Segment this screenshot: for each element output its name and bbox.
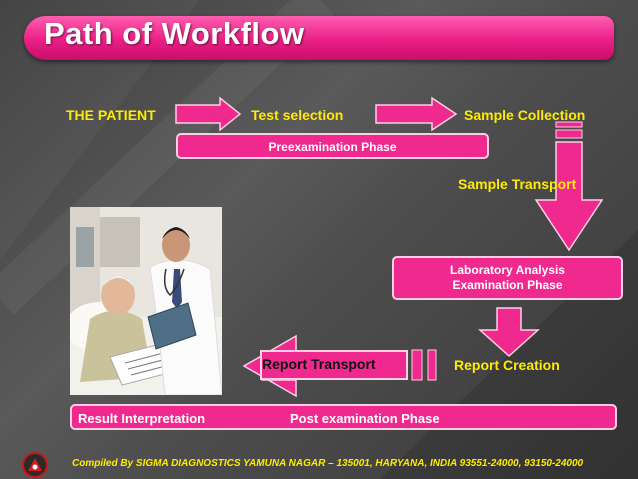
report-creation-label: Report Creation bbox=[454, 357, 560, 373]
result-interpretation-label: Result Interpretation bbox=[78, 411, 206, 426]
footer-credit: Compiled By SIGMA DIAGNOSTICS YAMUNA NAG… bbox=[72, 458, 584, 469]
the-patient-label: THE PATIENT bbox=[66, 107, 156, 123]
sample-transport-label: Sample Transport bbox=[458, 176, 577, 192]
down-arrow-1 bbox=[534, 141, 604, 252]
report-transport-label: Report Transport bbox=[262, 356, 376, 372]
post-examination-box: Result Interpretation Post examination P… bbox=[70, 404, 617, 430]
preexamination-phase-label: Preexamination Phase bbox=[268, 140, 397, 154]
report-transport-box bbox=[260, 350, 408, 380]
right-arrow-2 bbox=[375, 96, 458, 132]
post-examination-phase-label: Post examination Phase bbox=[290, 411, 440, 426]
logo-icon bbox=[22, 452, 48, 478]
slide-title: Path of Workflow bbox=[44, 16, 305, 51]
preexamination-phase-box: Preexamination Phase bbox=[176, 133, 489, 159]
lab-analysis-line2: Examination Phase bbox=[452, 278, 563, 292]
doctor-patient-photo bbox=[70, 207, 222, 395]
laboratory-analysis-box: Laboratory Analysis Examination Phase bbox=[392, 256, 623, 300]
right-arrow-1 bbox=[175, 96, 242, 132]
down-arrow-2 bbox=[478, 307, 540, 358]
sample-collection-label: Sample Collection bbox=[464, 107, 586, 123]
connector-bar-2 bbox=[555, 129, 583, 139]
connector-bar-4 bbox=[427, 349, 437, 381]
connector-bar-3 bbox=[411, 349, 423, 381]
lab-analysis-line1: Laboratory Analysis bbox=[450, 263, 565, 277]
title-banner bbox=[24, 16, 614, 60]
test-selection-label: Test selection bbox=[251, 107, 344, 123]
